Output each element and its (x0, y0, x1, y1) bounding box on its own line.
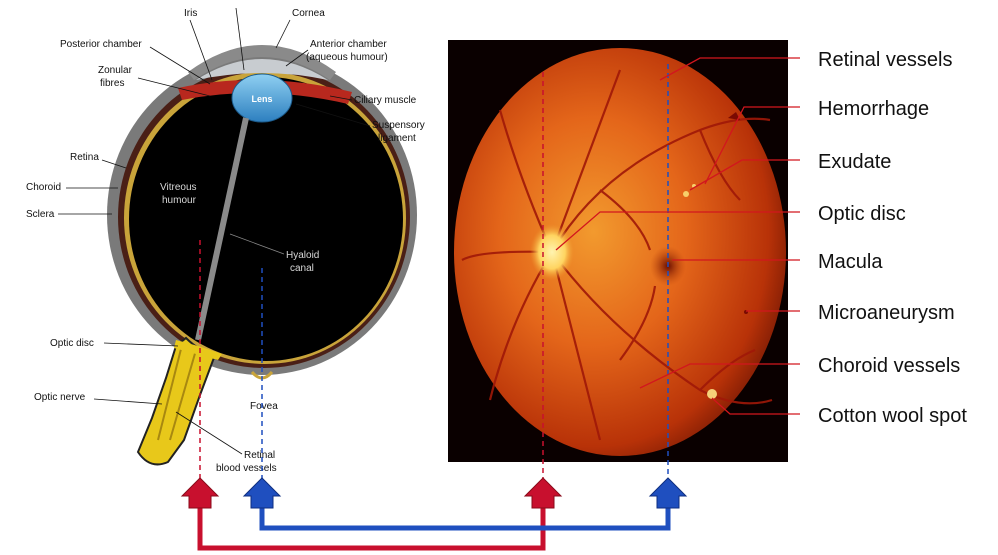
blue-arrow-left (244, 478, 280, 508)
fovea-label: Fovea (250, 401, 278, 412)
sclera-label: Sclera (26, 209, 55, 220)
blue-arrow-right (650, 478, 686, 508)
optic-nerve-pointer (94, 399, 162, 404)
vitreous-humour-label-1: Vitreous (160, 182, 197, 193)
suspensory-ligament-label-1: Suspensory (372, 120, 425, 131)
fundus-label-choroid-vessels: Choroid vessels (818, 355, 960, 377)
fundus-label-macula: Macula (818, 251, 883, 273)
optic-nerve-shape (138, 338, 215, 464)
fundus-cotton-wool-spot (707, 389, 717, 399)
suspensory-ligament-label-2: ligament (378, 133, 416, 144)
anterior-chamber-label-2: (aqueous humour) (306, 52, 388, 63)
fundus-optic-disc (530, 224, 574, 280)
fundus-label-retinal-vessels: Retinal vessels (818, 49, 953, 71)
retinal-blood-vessels-label-2: blood vessels (216, 463, 277, 474)
red-arrow-left (182, 478, 218, 508)
fundus-label-optic-disc: Optic disc (818, 203, 906, 225)
ciliary-muscle-label: Ciliary muscle (354, 95, 417, 106)
fundus-label-cotton-wool-spot: Cotton wool spot (818, 405, 967, 427)
zonular-fibres-label-1: Zonular (98, 65, 133, 76)
optic-disc-eye-label: Optic disc (50, 338, 94, 349)
hyaloid-canal-label-2: canal (290, 263, 314, 274)
retina-label: Retina (70, 152, 99, 163)
hyaloid-canal-label-1: Hyaloid (286, 250, 319, 261)
iris-label: Iris (184, 8, 197, 19)
vitreous-humour-label-2: humour (162, 195, 197, 206)
fundus-label-list: Retinal vessels Hemorrhage Exudate Optic… (818, 49, 967, 427)
choroid-label: Choroid (26, 182, 61, 193)
posterior-chamber-label: Posterior chamber (60, 39, 142, 50)
fundus-exudate-1 (683, 191, 689, 197)
cornea-label: Cornea (292, 8, 325, 19)
optic-disc-eye-pointer (104, 343, 178, 346)
red-arrow-right (525, 478, 561, 508)
connector-arrows (182, 478, 686, 548)
anterior-chamber-label-1: Anterior chamber (310, 39, 387, 50)
lens-label: Lens (251, 94, 272, 104)
fundus-label-hemorrhage: Hemorrhage (818, 98, 929, 120)
retinal-blood-vessels-label-1: Retinal (244, 450, 275, 461)
fundus-photo (448, 40, 788, 462)
cornea-pointer (276, 20, 290, 48)
fundus-label-exudate: Exudate (818, 151, 891, 173)
optic-nerve-label: Optic nerve (34, 392, 86, 403)
fundus-label-microaneurysm: Microaneurysm (818, 302, 955, 324)
blue-connector-line (262, 506, 668, 528)
zonular-fibres-label-2: fibres (100, 78, 124, 89)
